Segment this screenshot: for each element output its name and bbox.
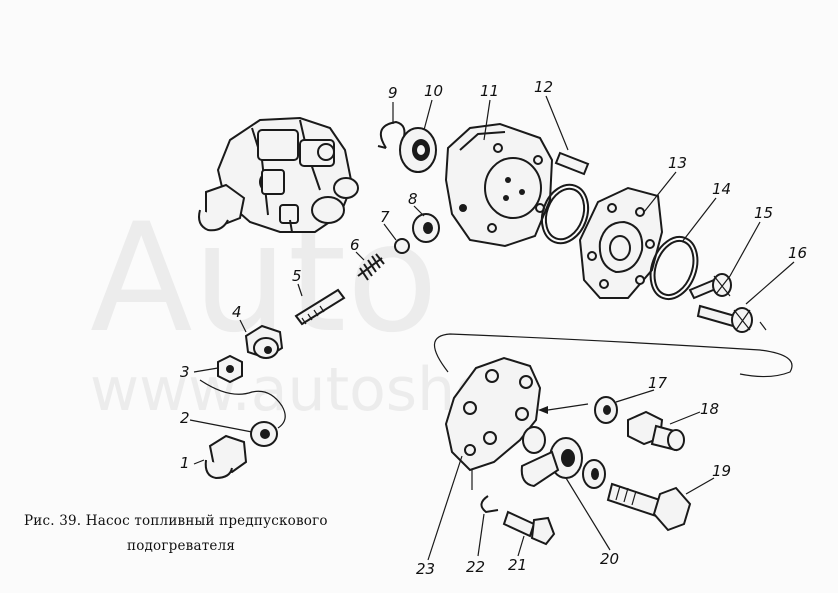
callout-15: 15 xyxy=(754,204,773,222)
callout-2: 2 xyxy=(180,409,190,427)
part-15-gear xyxy=(688,273,732,300)
part-9-snap-ring xyxy=(377,120,406,149)
callout-1: 1 xyxy=(180,454,190,472)
callout-4: 4 xyxy=(232,303,242,321)
callout-23: 23 xyxy=(416,560,435,578)
callout-11: 11 xyxy=(480,82,499,100)
part-5-screw xyxy=(294,288,346,326)
callout-14: 14 xyxy=(712,180,731,198)
callout-21: 21 xyxy=(508,556,527,574)
part-22-clip xyxy=(480,495,499,514)
callout-8: 8 xyxy=(408,190,418,208)
callout-22: 22 xyxy=(466,558,485,576)
part-21-screw xyxy=(502,510,556,546)
part-10-bearing xyxy=(399,127,437,173)
part-7-ball xyxy=(394,238,410,254)
part-16-gear-shaft xyxy=(696,304,767,333)
part-3-nut xyxy=(217,354,243,384)
callout-12: 12 xyxy=(534,78,553,96)
part-11-housing xyxy=(444,122,554,248)
callout-7: 7 xyxy=(380,208,390,226)
callout-10: 10 xyxy=(424,82,443,100)
part-6-spring xyxy=(357,253,385,281)
callout-19: 19 xyxy=(712,462,731,480)
callout-20: 20 xyxy=(600,550,619,568)
part-8-washer xyxy=(412,213,440,243)
callout-18: 18 xyxy=(700,400,719,418)
leader-lines xyxy=(189,95,795,561)
callout-16: 16 xyxy=(788,244,807,262)
part-20-banjo xyxy=(520,426,606,489)
part-19-bolt xyxy=(606,482,692,532)
callout-3: 3 xyxy=(180,363,190,381)
figure-caption-line1: Рис. 39. Насос топливный предпускового xyxy=(24,513,328,529)
part-18-fitting xyxy=(627,410,685,452)
callout-6: 6 xyxy=(350,236,360,254)
part-13-plate xyxy=(578,186,664,299)
part-2-washer xyxy=(250,421,278,447)
callout-5: 5 xyxy=(292,267,302,285)
part-1-cap-nut xyxy=(204,434,248,480)
part-17-washer xyxy=(594,396,618,424)
callout-17: 17 xyxy=(648,374,668,392)
figure-caption-line2: подогревателя xyxy=(127,538,236,554)
callout-numbers: 1 2 3 4 5 6 7 8 9 10 11 12 13 14 15 16 1… xyxy=(180,78,807,578)
part-12-pin xyxy=(554,151,590,176)
housing-o-ring xyxy=(540,183,590,245)
callout-9: 9 xyxy=(388,84,398,102)
pump-assembly xyxy=(198,116,359,233)
callout-13: 13 xyxy=(668,154,687,172)
part-4-fitting xyxy=(244,324,284,360)
